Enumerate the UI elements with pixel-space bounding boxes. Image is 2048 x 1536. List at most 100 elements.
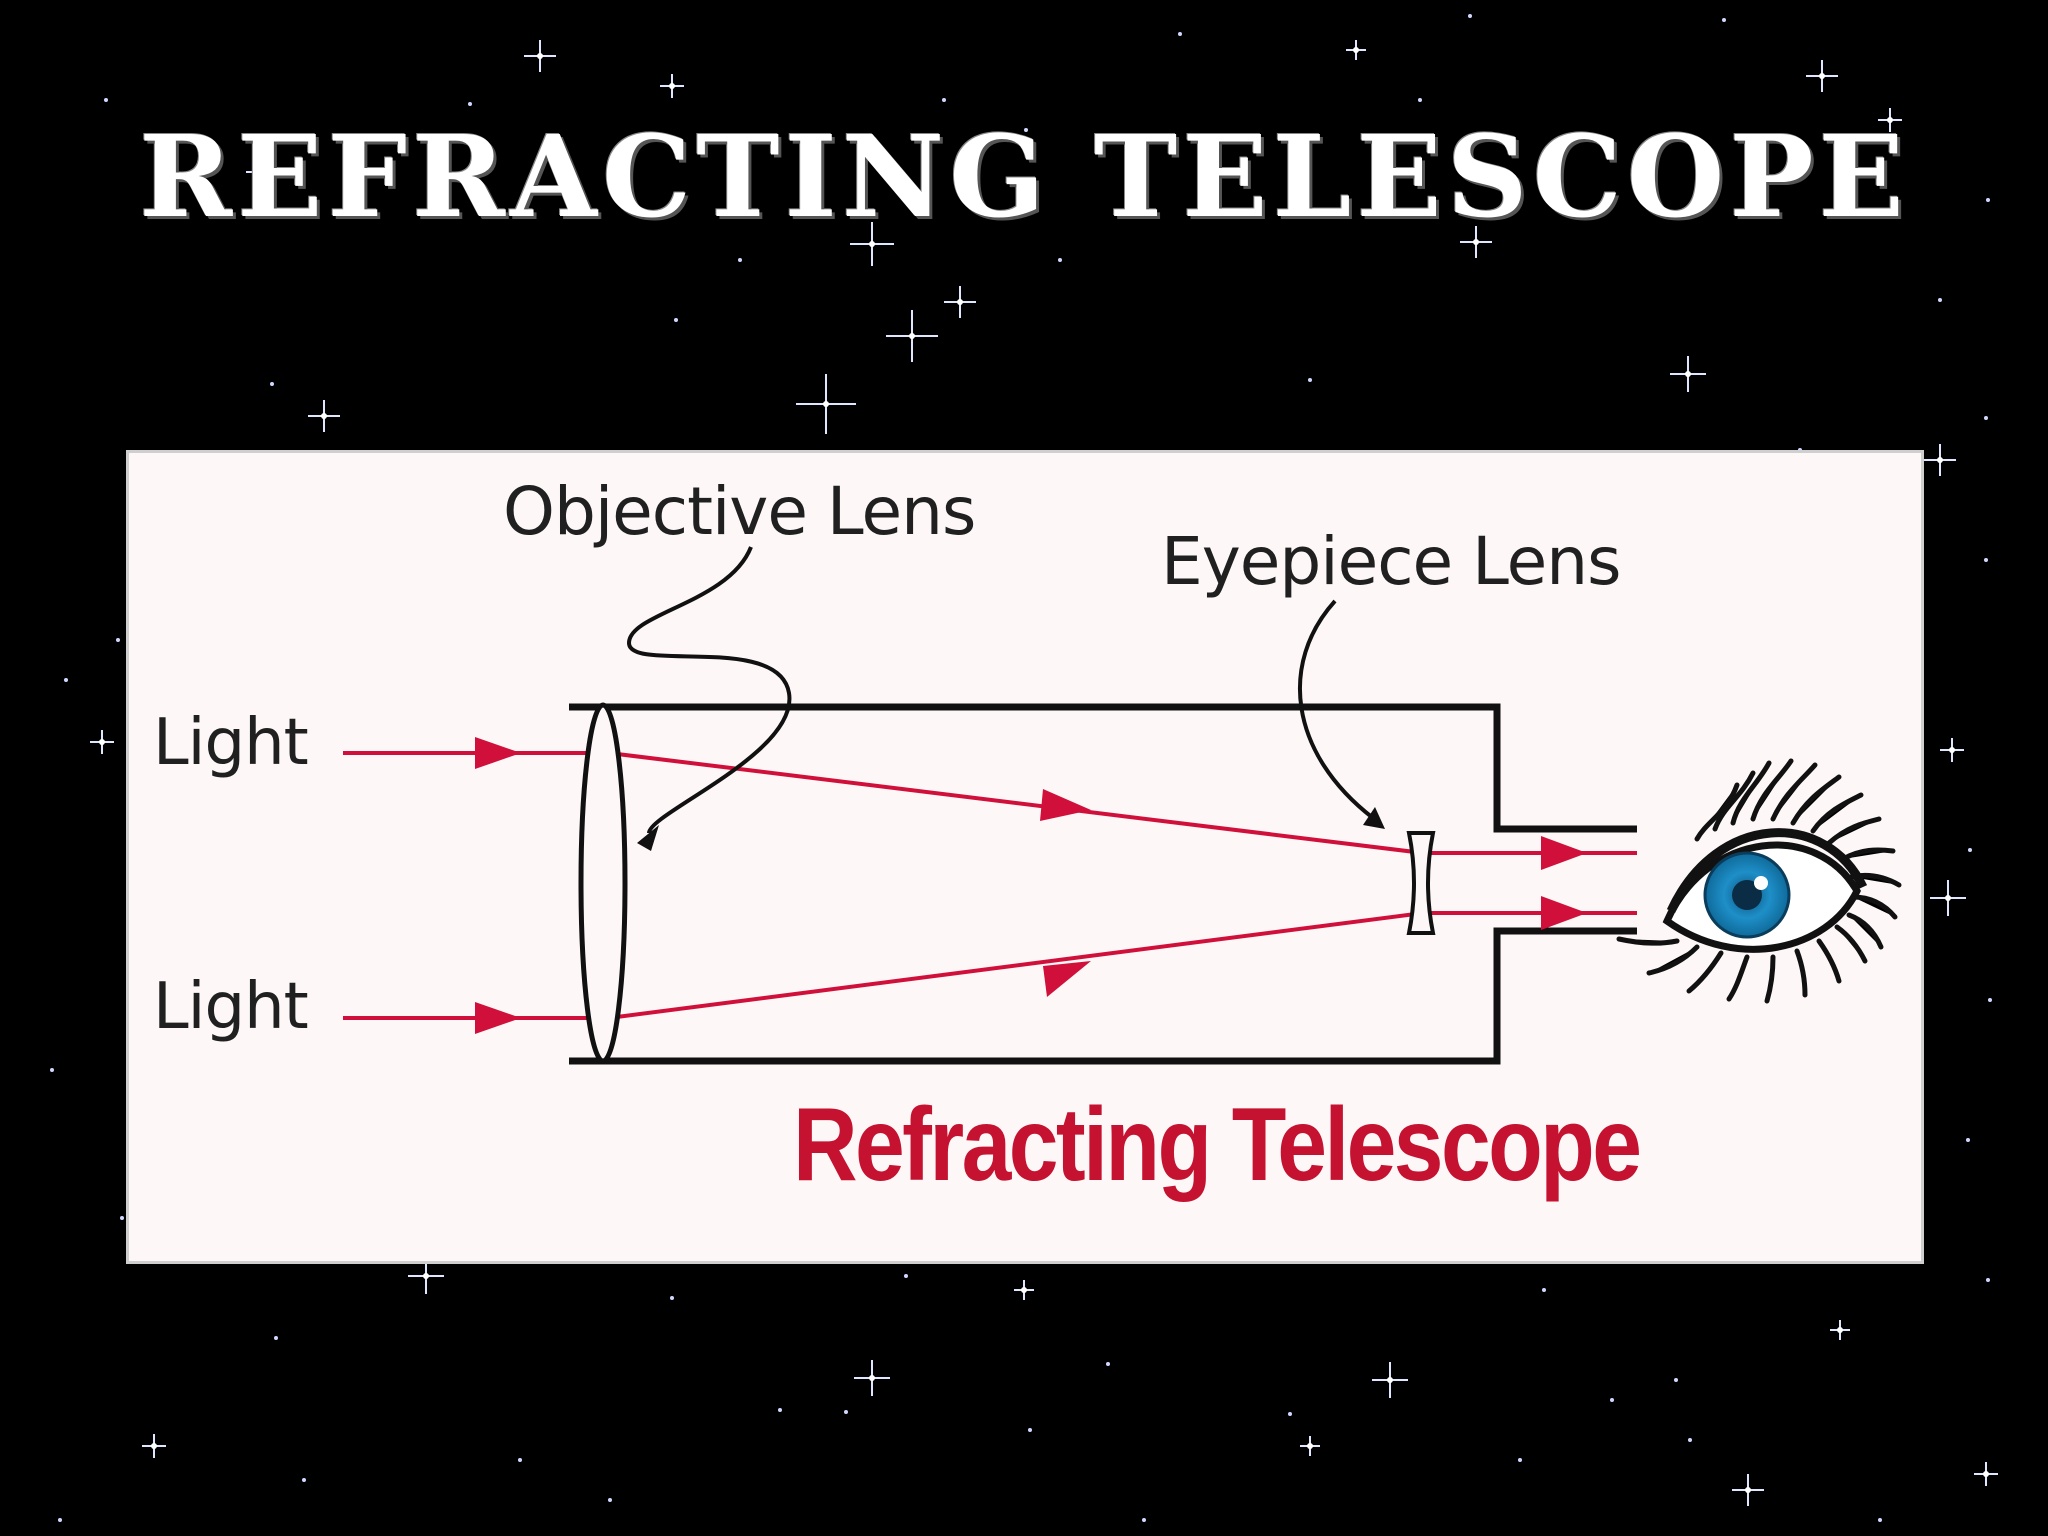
star-dot <box>518 1458 522 1462</box>
star-sparkle <box>1372 1362 1408 1398</box>
star-dot <box>64 678 68 682</box>
tube-upper-wall <box>569 703 1637 833</box>
objective-leader <box>626 546 792 834</box>
eyepiece-leader-arrow <box>1363 807 1385 829</box>
star-dot <box>674 318 678 322</box>
diagram-panel: Objective Lens Eyepiece Lens Light Light… <box>126 450 1924 1264</box>
star-sparkle <box>1732 1474 1764 1506</box>
star-dot <box>608 1498 612 1502</box>
slide-title: Refracting Telescope <box>139 112 1909 243</box>
star-sparkle <box>1930 880 1966 916</box>
star-dot <box>942 98 946 102</box>
light-rays <box>343 737 1637 1034</box>
star-sparkle <box>1940 738 1964 762</box>
eye-icon <box>1616 758 1902 1004</box>
star-dot <box>1024 128 1028 132</box>
star-dot <box>1610 1398 1614 1402</box>
star-dot <box>302 1478 306 1482</box>
star-dot <box>1028 1428 1032 1432</box>
star-dot <box>1542 1288 1546 1292</box>
star-dot <box>50 1068 54 1072</box>
star-dot <box>274 1336 278 1340</box>
ray-arrow <box>1043 961 1091 997</box>
telescope-diagram <box>343 546 1902 1065</box>
star-dot <box>670 1296 674 1300</box>
star-dot <box>1986 1278 1990 1282</box>
ray-arrow <box>1541 896 1587 930</box>
star-sparkle <box>854 1360 890 1396</box>
star-dot <box>116 638 120 642</box>
objective-lens <box>578 702 628 1064</box>
star-dot <box>844 1410 848 1414</box>
eyelid-crease <box>1666 828 1868 913</box>
ray-arrow <box>475 1002 521 1034</box>
ray-top-converging <box>608 751 1424 855</box>
star-sparkle <box>1806 60 1838 92</box>
star-dot <box>1878 1518 1882 1522</box>
telescope-tube <box>569 703 1637 1065</box>
star-sparkle <box>524 40 556 72</box>
tube-lower-wall <box>569 927 1637 1065</box>
star-sparkle <box>1014 1280 1034 1300</box>
star-sparkle <box>408 1258 444 1294</box>
star-dot <box>1518 1458 1522 1462</box>
star-sparkle <box>90 730 114 754</box>
star-dot <box>1674 1378 1678 1382</box>
objective-lens-label: Objective Lens <box>503 473 976 550</box>
star-sparkle <box>796 374 856 434</box>
star-sparkle <box>886 310 938 362</box>
star-dot <box>1308 378 1312 382</box>
star-sparkle <box>1878 108 1902 132</box>
star-dot <box>1288 1412 1292 1416</box>
star-dot <box>120 1216 124 1220</box>
star-sparkle <box>1830 1320 1850 1340</box>
light-label-top: Light <box>153 706 309 780</box>
star-sparkle <box>1346 40 1366 60</box>
star-dot <box>738 258 742 262</box>
star-dot <box>58 1518 62 1522</box>
star-dot <box>1968 848 1972 852</box>
pupil <box>1732 880 1762 910</box>
objective-leader-arrow <box>637 825 659 851</box>
eye-highlight <box>1754 876 1768 890</box>
star-sparkle <box>944 286 976 318</box>
star-dot <box>1966 1138 1970 1142</box>
eyepiece-leader <box>1297 599 1375 820</box>
star-sparkle <box>246 158 274 186</box>
star-sparkle <box>850 222 894 266</box>
eyepiece-lens-label: Eyepiece Lens <box>1161 523 1622 600</box>
star-dot <box>1106 1362 1110 1366</box>
star-dot <box>1468 14 1472 18</box>
star-dot <box>1988 998 1992 1002</box>
star-dot <box>1938 298 1942 302</box>
diagram-caption: Refracting Telescope <box>793 1087 1642 1203</box>
star-dot <box>468 102 472 106</box>
star-dot <box>1986 198 1990 202</box>
star-dot <box>904 1274 908 1278</box>
star-sparkle <box>1300 1436 1320 1456</box>
star-sparkle <box>1924 444 1956 476</box>
ray-arrow <box>1541 836 1587 870</box>
star-dot <box>1418 98 1422 102</box>
star-dot <box>104 98 108 102</box>
star-dot <box>1058 258 1062 262</box>
leader-lines <box>626 546 1385 851</box>
star-dot <box>1178 32 1182 36</box>
ray-arrow <box>475 737 521 769</box>
star-dot <box>1142 1518 1146 1522</box>
star-dot <box>1984 416 1988 420</box>
star-sparkle <box>1974 1462 1998 1486</box>
star-sparkle <box>308 400 340 432</box>
star-sparkle <box>142 1434 166 1458</box>
star-dot <box>1722 18 1726 22</box>
star-dot <box>1688 1438 1692 1442</box>
star-sparkle <box>1670 356 1706 392</box>
ray-bottom-converging <box>608 911 1424 1020</box>
light-label-bottom: Light <box>153 970 309 1044</box>
eyepiece-lens <box>1406 831 1436 935</box>
star-dot <box>270 382 274 386</box>
star-sparkle <box>1460 226 1492 258</box>
ray-arrow <box>1040 789 1091 821</box>
star-dot <box>1984 558 1988 562</box>
